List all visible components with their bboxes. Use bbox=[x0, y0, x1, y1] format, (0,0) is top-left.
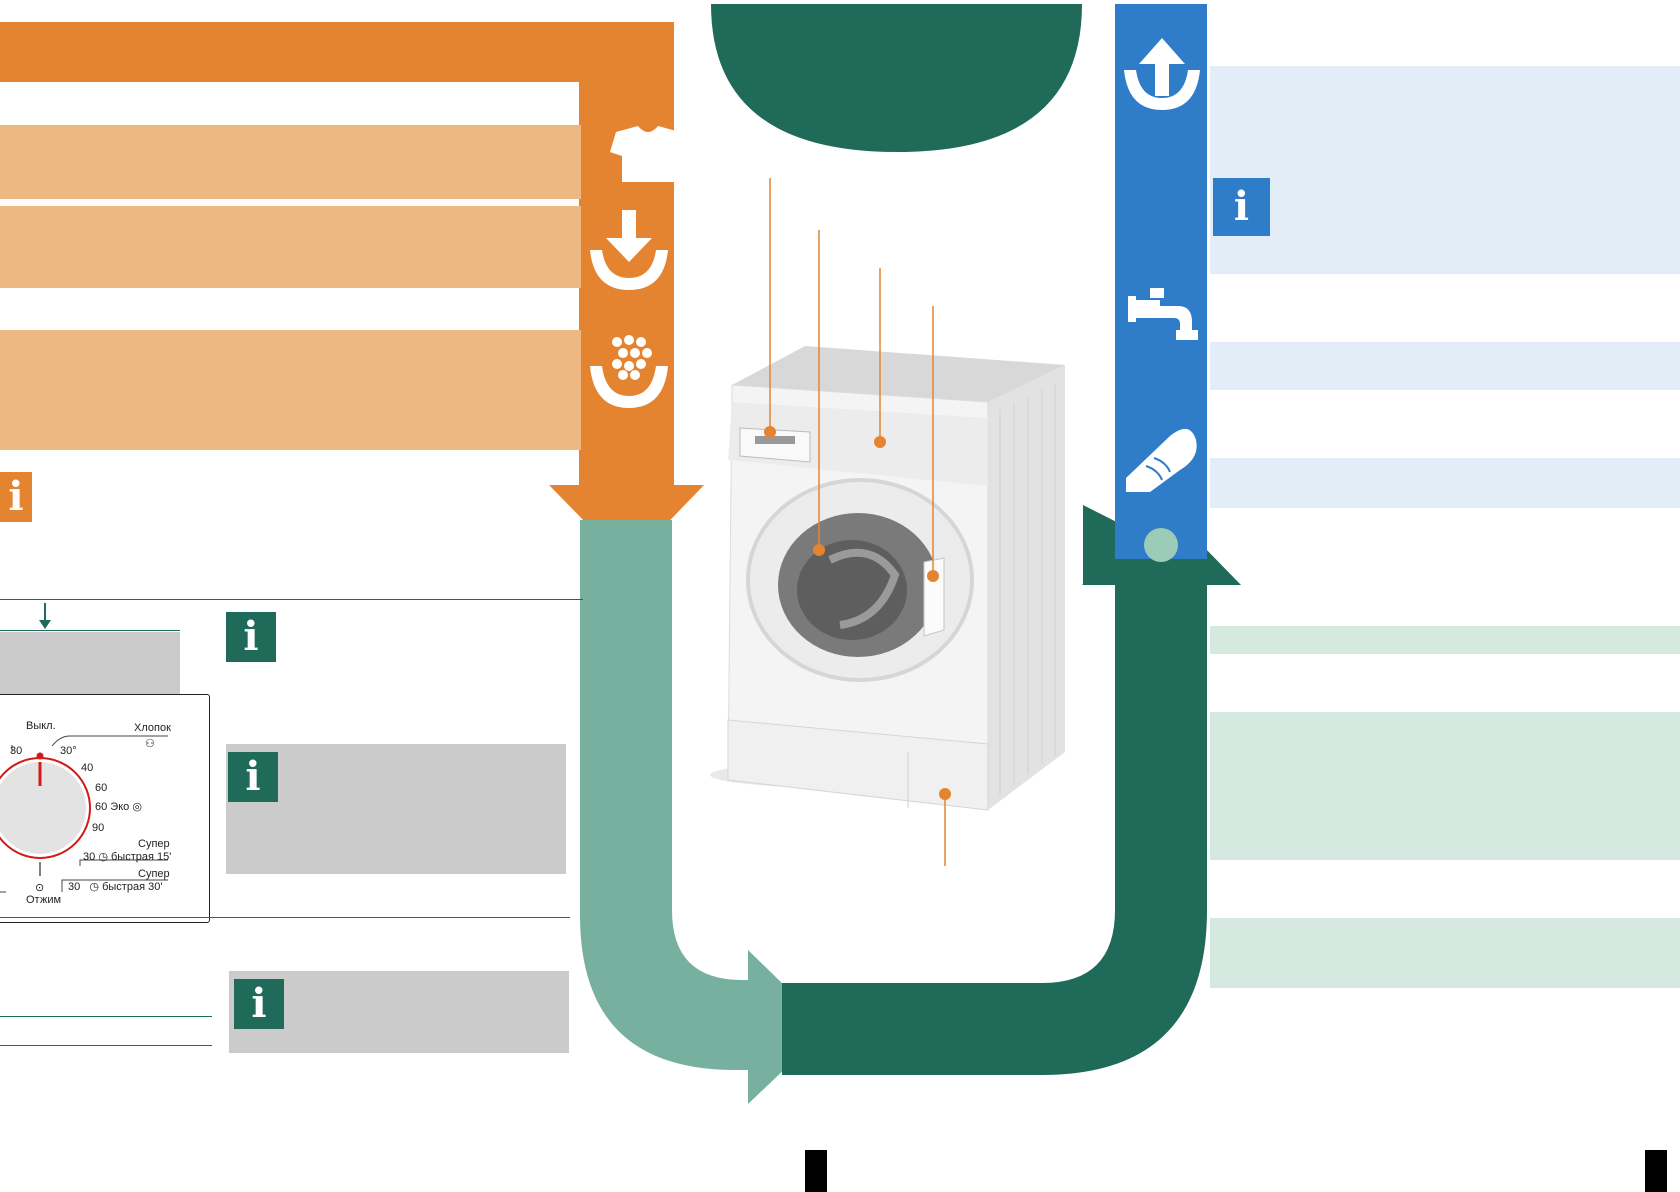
peach-text-box-3 bbox=[0, 330, 581, 450]
cotton-icon: ⚇ bbox=[145, 738, 155, 750]
teal-dark-curve bbox=[782, 580, 1207, 1075]
teal-light-curve bbox=[580, 520, 752, 1070]
divider-line-middle bbox=[0, 917, 570, 918]
control-panel bbox=[728, 402, 988, 486]
info-icon-teal-2: i bbox=[228, 752, 278, 802]
blue-text-box-2 bbox=[1210, 342, 1680, 390]
dial-label-off: Выкл. bbox=[26, 720, 56, 732]
detergent-icon bbox=[590, 335, 668, 408]
dial-row-super15: 30 ◷ быстрая 15' bbox=[83, 851, 172, 863]
dial-label-30-cold: 30° bbox=[60, 745, 77, 757]
dial-label-cotton: Хлопок bbox=[134, 722, 171, 734]
orange-top-band bbox=[0, 22, 674, 82]
callout-dot-drawer bbox=[764, 426, 776, 438]
load-down-icon bbox=[590, 210, 668, 290]
clock-icon: ◷ bbox=[89, 881, 100, 893]
blue-text-box-3 bbox=[1210, 458, 1680, 508]
machine-side bbox=[988, 365, 1065, 810]
callout-dot-drum bbox=[813, 544, 825, 556]
peach-text-box-2 bbox=[0, 206, 581, 288]
dial-label-40: 40 bbox=[81, 762, 94, 774]
divider-line-bottom-1 bbox=[0, 1016, 212, 1017]
dial-row-super30: 30 ◷ быстрая 30' bbox=[68, 881, 163, 893]
gray-note-box-2 bbox=[229, 971, 569, 1053]
water-tap-icon bbox=[1128, 288, 1198, 340]
mint-text-box-1 bbox=[1210, 626, 1680, 654]
dial-label-60: 60 bbox=[95, 782, 108, 794]
page-mark-left bbox=[805, 1150, 827, 1192]
info-icon-blue: i bbox=[1213, 178, 1270, 236]
info-icon-teal-3: i bbox=[234, 979, 284, 1029]
dial-label-90: 90 bbox=[92, 822, 105, 834]
dial-label-super15: Супер bbox=[138, 838, 170, 850]
shirt-icon bbox=[610, 126, 686, 182]
dial-knob bbox=[0, 762, 86, 854]
dial-label-30-left: 30 bbox=[10, 745, 23, 757]
page-mark-right bbox=[1645, 1150, 1667, 1192]
dial-off-dot bbox=[36, 752, 44, 760]
eco-icon: ◎ bbox=[132, 801, 142, 813]
dial-label-super30: Супер bbox=[138, 868, 170, 880]
machine-top bbox=[732, 346, 1065, 402]
dial-header-line bbox=[0, 630, 180, 631]
peach-text-box-1 bbox=[0, 125, 581, 199]
callout-dot-handle bbox=[927, 570, 939, 582]
divider-line-bottom-2 bbox=[0, 1045, 212, 1046]
blue-indicator-dot bbox=[1144, 528, 1178, 562]
spin-icon: ⊙ bbox=[35, 882, 45, 894]
mint-text-box-2 bbox=[1210, 712, 1680, 860]
callout-dot-panel bbox=[874, 436, 886, 448]
mint-text-box-3 bbox=[1210, 918, 1680, 988]
service-panel bbox=[727, 719, 989, 811]
clock-icon: ◷ bbox=[98, 851, 108, 863]
divider-line-top bbox=[0, 599, 583, 600]
unload-up-icon bbox=[1124, 38, 1200, 110]
dial-header-box bbox=[0, 632, 180, 694]
top-teal-half-disc bbox=[711, 4, 1082, 152]
cleaning-cloth-icon bbox=[1126, 428, 1197, 492]
blue-text-box-1 bbox=[1210, 66, 1680, 274]
info-icon-orange: i bbox=[0, 472, 32, 522]
dial-label-60-eco: 60 Эко ◎ bbox=[95, 801, 142, 813]
callout-dot-service bbox=[939, 788, 951, 800]
door-handle bbox=[923, 557, 945, 637]
dial-label-spin: Отжим bbox=[26, 894, 62, 906]
gray-note-box-1 bbox=[226, 744, 566, 874]
info-icon-teal-1: i bbox=[226, 612, 276, 662]
